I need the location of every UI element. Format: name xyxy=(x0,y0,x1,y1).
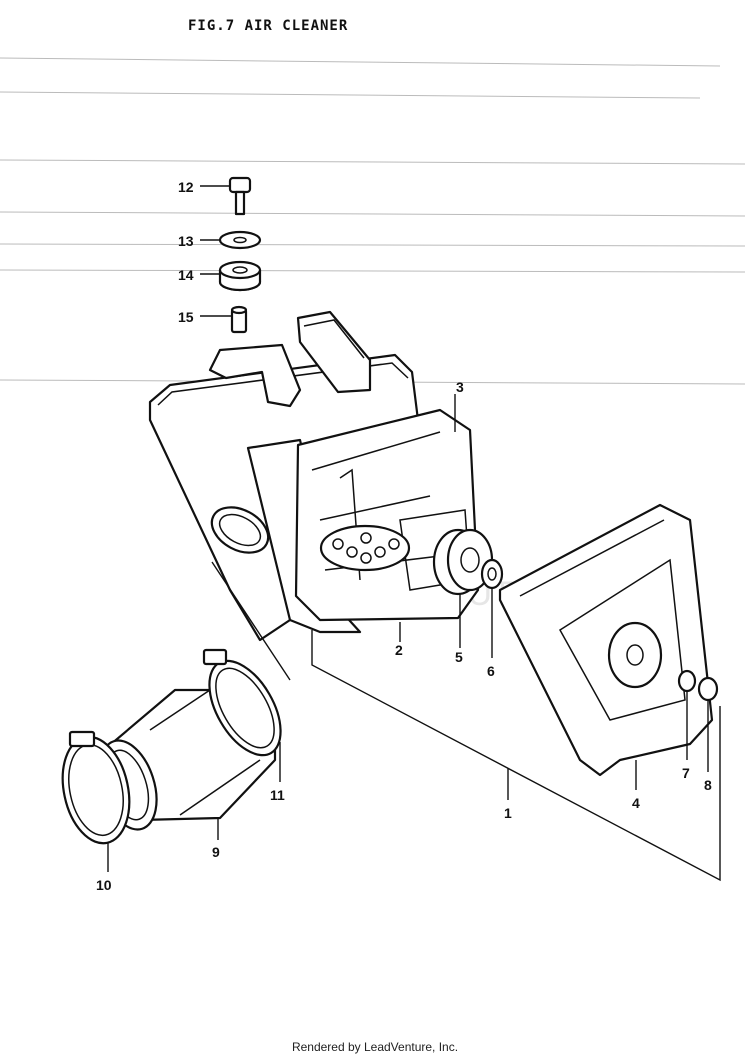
callout-10: 10 xyxy=(96,877,112,893)
callout-3: 3 xyxy=(456,379,464,395)
callout-1: 1 xyxy=(504,805,512,821)
callout-12: 12 xyxy=(178,179,194,195)
screw-7 xyxy=(677,669,697,760)
callout-8: 8 xyxy=(704,777,712,793)
callout-labels: 1 2 3 4 5 6 7 8 9 10 11 12 13 14 15 xyxy=(96,179,712,893)
scan-noise xyxy=(0,57,746,385)
grommet-14 xyxy=(200,260,262,292)
element-3 xyxy=(294,408,480,622)
clamp-10 xyxy=(61,730,131,872)
plug-8 xyxy=(697,676,719,772)
bolt-12 xyxy=(200,176,252,216)
callout-5: 5 xyxy=(455,649,463,665)
figure-title: FIG.7 AIR CLEANER xyxy=(188,18,349,34)
callout-14: 14 xyxy=(178,267,194,283)
clamp-11 xyxy=(202,648,282,782)
callout-7: 7 xyxy=(682,765,690,781)
footer-credit: Rendered by LeadVenture, Inc. xyxy=(291,1040,459,1054)
leader-lines xyxy=(211,394,721,882)
callout-13: 13 xyxy=(178,233,194,249)
washer-13 xyxy=(200,230,262,250)
callout-6: 6 xyxy=(487,663,495,679)
callout-11: 11 xyxy=(270,787,285,803)
callout-4: 4 xyxy=(632,795,640,811)
washer-6 xyxy=(480,558,504,590)
spacer-15 xyxy=(200,305,248,334)
cap-4 xyxy=(498,503,714,777)
callout-15: 15 xyxy=(178,309,194,325)
callout-2: 2 xyxy=(395,642,403,658)
callout-9: 9 xyxy=(212,844,220,860)
nut-5 xyxy=(432,528,494,596)
